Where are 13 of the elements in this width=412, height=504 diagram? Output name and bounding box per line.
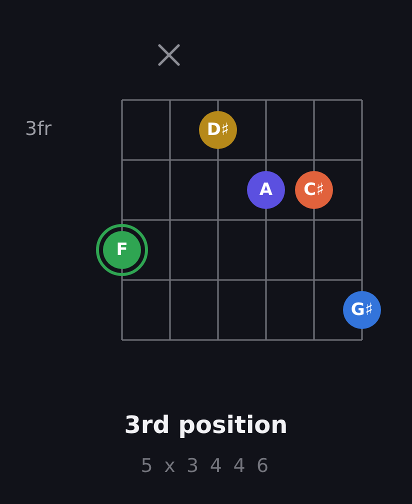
note-marker (199, 111, 237, 149)
note-name: F (116, 242, 128, 258)
position-title: 3rd position (124, 411, 288, 439)
note-name: D♯ (206, 122, 230, 138)
fingering-caption: 5 x 3 4 4 6 (140, 455, 272, 477)
note-marker (295, 171, 333, 209)
note-marker (247, 171, 285, 209)
note-marker (343, 291, 381, 329)
root-note-marker (96, 224, 148, 276)
fret-number-label: 3fr (25, 118, 52, 141)
note-name: C♯ (304, 182, 324, 198)
note-name: G♯ (350, 302, 374, 318)
note-name: A (259, 182, 273, 198)
